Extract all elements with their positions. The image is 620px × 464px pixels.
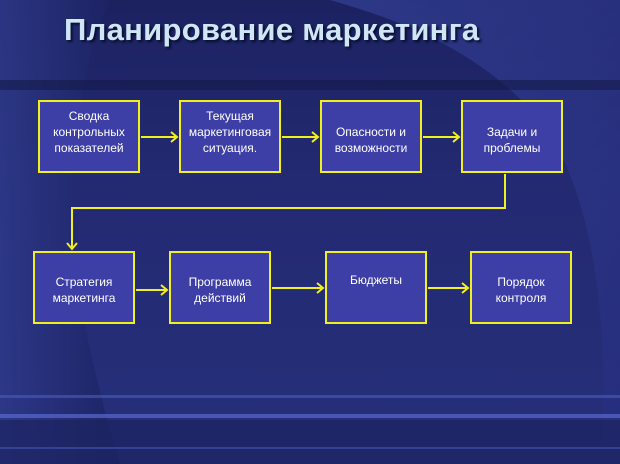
- step-box-summary: Сводка контрольных показателей: [38, 100, 140, 173]
- step-box-action-program: Программа действий: [169, 251, 271, 324]
- arrowhead-icon: [66, 242, 78, 251]
- step-label: Сводка контрольных показателей: [53, 109, 125, 155]
- slide-title: Планирование маркетинга: [64, 12, 480, 47]
- step-label: Порядок контроля: [495, 275, 547, 305]
- step-label: Бюджеты: [349, 273, 403, 287]
- step-box-current-situation: Текущая маркетинговая ситуация.: [179, 100, 281, 173]
- step-label: Программа действий: [188, 275, 252, 305]
- step-box-budgets: Бюджеты: [325, 251, 427, 324]
- step-box-tasks-problems: Задачи и проблемы: [461, 100, 563, 173]
- arrow-4-5: [71, 174, 506, 248]
- step-box-strategy: Стратегия маркетинга: [33, 251, 135, 324]
- step-label: Опасности и возможности: [334, 125, 408, 155]
- step-box-threats-opportunities: Опасности и возможности: [320, 100, 422, 173]
- arrowhead-icon: [160, 284, 169, 296]
- arrowhead-icon: [311, 131, 320, 143]
- step-box-control: Порядок контроля: [470, 251, 572, 324]
- arrowhead-icon: [452, 131, 461, 143]
- arrowhead-icon: [170, 131, 179, 143]
- step-label: Текущая маркетинговая ситуация.: [188, 109, 272, 155]
- arrowhead-icon: [316, 282, 325, 294]
- step-label: Задачи и проблемы: [483, 125, 541, 155]
- arrowhead-icon: [461, 282, 470, 294]
- step-label: Стратегия маркетинга: [52, 275, 116, 305]
